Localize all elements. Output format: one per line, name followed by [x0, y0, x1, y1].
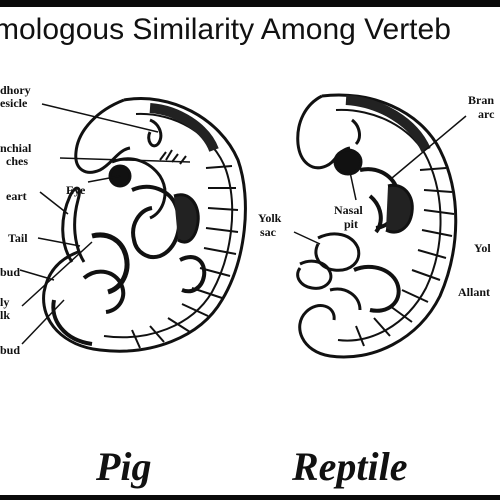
reptile-label-branchial-arches-line2: arc [478, 107, 495, 121]
bottom-border [0, 495, 500, 500]
reptile-embryo-drawing [296, 93, 458, 359]
pig-label-auditory-vesicle-line1: dhory [0, 83, 31, 97]
caption-pig: Pig [96, 444, 152, 489]
reptile-label-nasal-pit-line1: Nasal [334, 203, 363, 217]
top-border [0, 0, 500, 7]
pig-label-auditory-vesicle-line2: esicle [0, 96, 28, 110]
pig-label-eye: Eye [66, 183, 86, 197]
pig-embryo-drawing [42, 97, 247, 353]
pig-label-limb-bud: bud [0, 265, 21, 279]
reptile-label-nasal-pit-line2: pit [344, 217, 359, 231]
caption-reptile: Reptile [292, 444, 408, 489]
pig-label-limb-bud-lower: bud [0, 343, 21, 357]
reptile-label-yolk-sac-line1: Yolk [258, 211, 282, 225]
pig-label-yolk-stalk-line2: lk [0, 308, 11, 322]
diagram-title: mologous Similarity Among Verteb [0, 13, 451, 46]
pig-leader-lines [19, 103, 191, 345]
reptile-label-yolk-sac-line2: sac [260, 225, 276, 239]
reptile-label-branchial-arches-line1: Bran [468, 93, 495, 107]
pig-label-yolk-stalk-line1: ly [0, 295, 10, 309]
pig-label-branchial-arches-line1: nchial [0, 141, 32, 155]
reptile-label-yolk: Yol [474, 241, 491, 255]
pig-label-branchial-arches-line2: ches [6, 154, 28, 168]
reptile-label-allantois: Allant [458, 285, 491, 299]
pig-label-tail: Tail [8, 231, 28, 245]
reptile-leader-lines [293, 115, 467, 245]
pig-label-heart: eart [6, 189, 27, 203]
